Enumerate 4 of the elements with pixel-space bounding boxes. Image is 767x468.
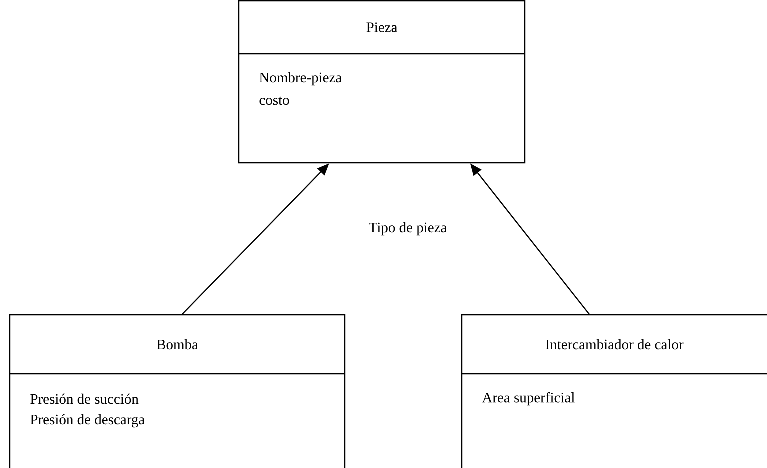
class-box: Bomba Presión de succión Presión de descarga — [9, 314, 346, 468]
relation-label: Tipo de pieza — [369, 222, 448, 236]
class-box: Intercambiador de calor Area superficial — [461, 314, 767, 468]
class-box: Pieza Nombre-pieza costo — [238, 0, 526, 164]
